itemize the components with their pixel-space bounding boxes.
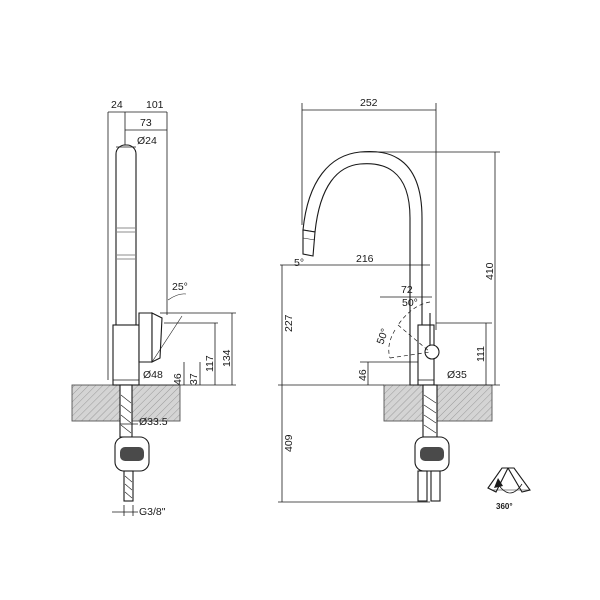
lever-face-side	[151, 312, 163, 363]
lever-hub	[424, 344, 440, 360]
dim-base-height: 46	[172, 373, 184, 385]
dim-width: 252	[360, 97, 378, 109]
dim-lever-angle-left: 50°	[375, 327, 392, 346]
front-view: 252 410 216 5° 72 50° 50° 227 111 46 Ø35	[278, 97, 500, 503]
dim-base-dia-front: Ø35	[447, 369, 467, 381]
dim-shank-dia: Ø33.5	[139, 416, 168, 428]
dim-lever-height: 134	[221, 349, 233, 367]
rotation-icon: 360°	[487, 467, 531, 511]
dim-lever-height-front: 111	[475, 346, 487, 362]
nut-band-side	[120, 447, 144, 461]
dim-lever-angle-top: 50°	[402, 297, 418, 309]
dim-lever-reach: 72	[401, 284, 413, 296]
hose-side	[123, 470, 134, 502]
side-view: 24 101 73 Ø24 25° 117 134 37 46 Ø48 Ø33.…	[71, 99, 236, 518]
spray-head	[302, 229, 316, 257]
dim-spout-reach: 216	[356, 253, 374, 265]
gooseneck-spout	[302, 150, 423, 386]
hose-front-right	[430, 470, 441, 502]
dim-body-height: 117	[204, 355, 216, 372]
rotation-label: 360°	[496, 502, 513, 511]
dim-offset: 24	[111, 99, 123, 111]
dim-below-counter: 409	[283, 434, 295, 452]
dim-spout: 73	[140, 117, 152, 129]
dim-above-counter: 227	[283, 314, 295, 332]
dim-base-height-front: 46	[357, 369, 369, 381]
lever-angle-line	[151, 315, 183, 363]
lever-side	[138, 312, 153, 363]
countertop-front	[383, 384, 493, 422]
dim-spout-dia: Ø24	[137, 135, 157, 147]
dim-lever-angle: 25°	[172, 281, 188, 293]
dim-spout-angle: 5°	[294, 257, 304, 269]
dim-height: 410	[484, 262, 496, 280]
nut-band-front	[420, 447, 444, 461]
dim-base-small: 37	[188, 373, 200, 385]
hose-front-left	[417, 470, 428, 502]
tap-body-side	[112, 324, 140, 386]
dim-base-dia: Ø48	[143, 369, 163, 381]
dim-thread: G3/8"	[139, 506, 166, 518]
dim-reach: 101	[146, 99, 164, 111]
